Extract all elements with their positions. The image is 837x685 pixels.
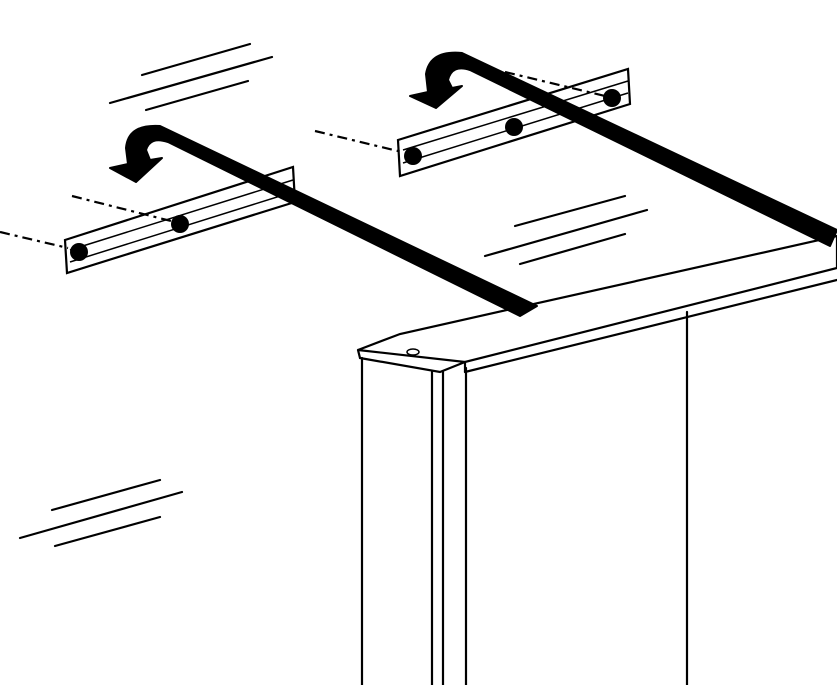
roller bbox=[171, 215, 189, 233]
glass-hatch-bottom-left bbox=[18, 478, 184, 548]
glass-hatch-middle bbox=[483, 194, 649, 266]
right-rail-bracket bbox=[396, 67, 632, 178]
left-arrow-icon bbox=[109, 124, 538, 317]
right-arrow-icon bbox=[409, 51, 837, 247]
roller bbox=[404, 147, 422, 165]
roller bbox=[603, 89, 621, 107]
roller bbox=[70, 243, 88, 261]
guide-lines bbox=[0, 70, 606, 250]
roller bbox=[505, 118, 523, 136]
cabinet bbox=[356, 234, 837, 685]
glass-hatch-top-left bbox=[108, 42, 274, 112]
cabinet-top-knob bbox=[406, 348, 420, 356]
